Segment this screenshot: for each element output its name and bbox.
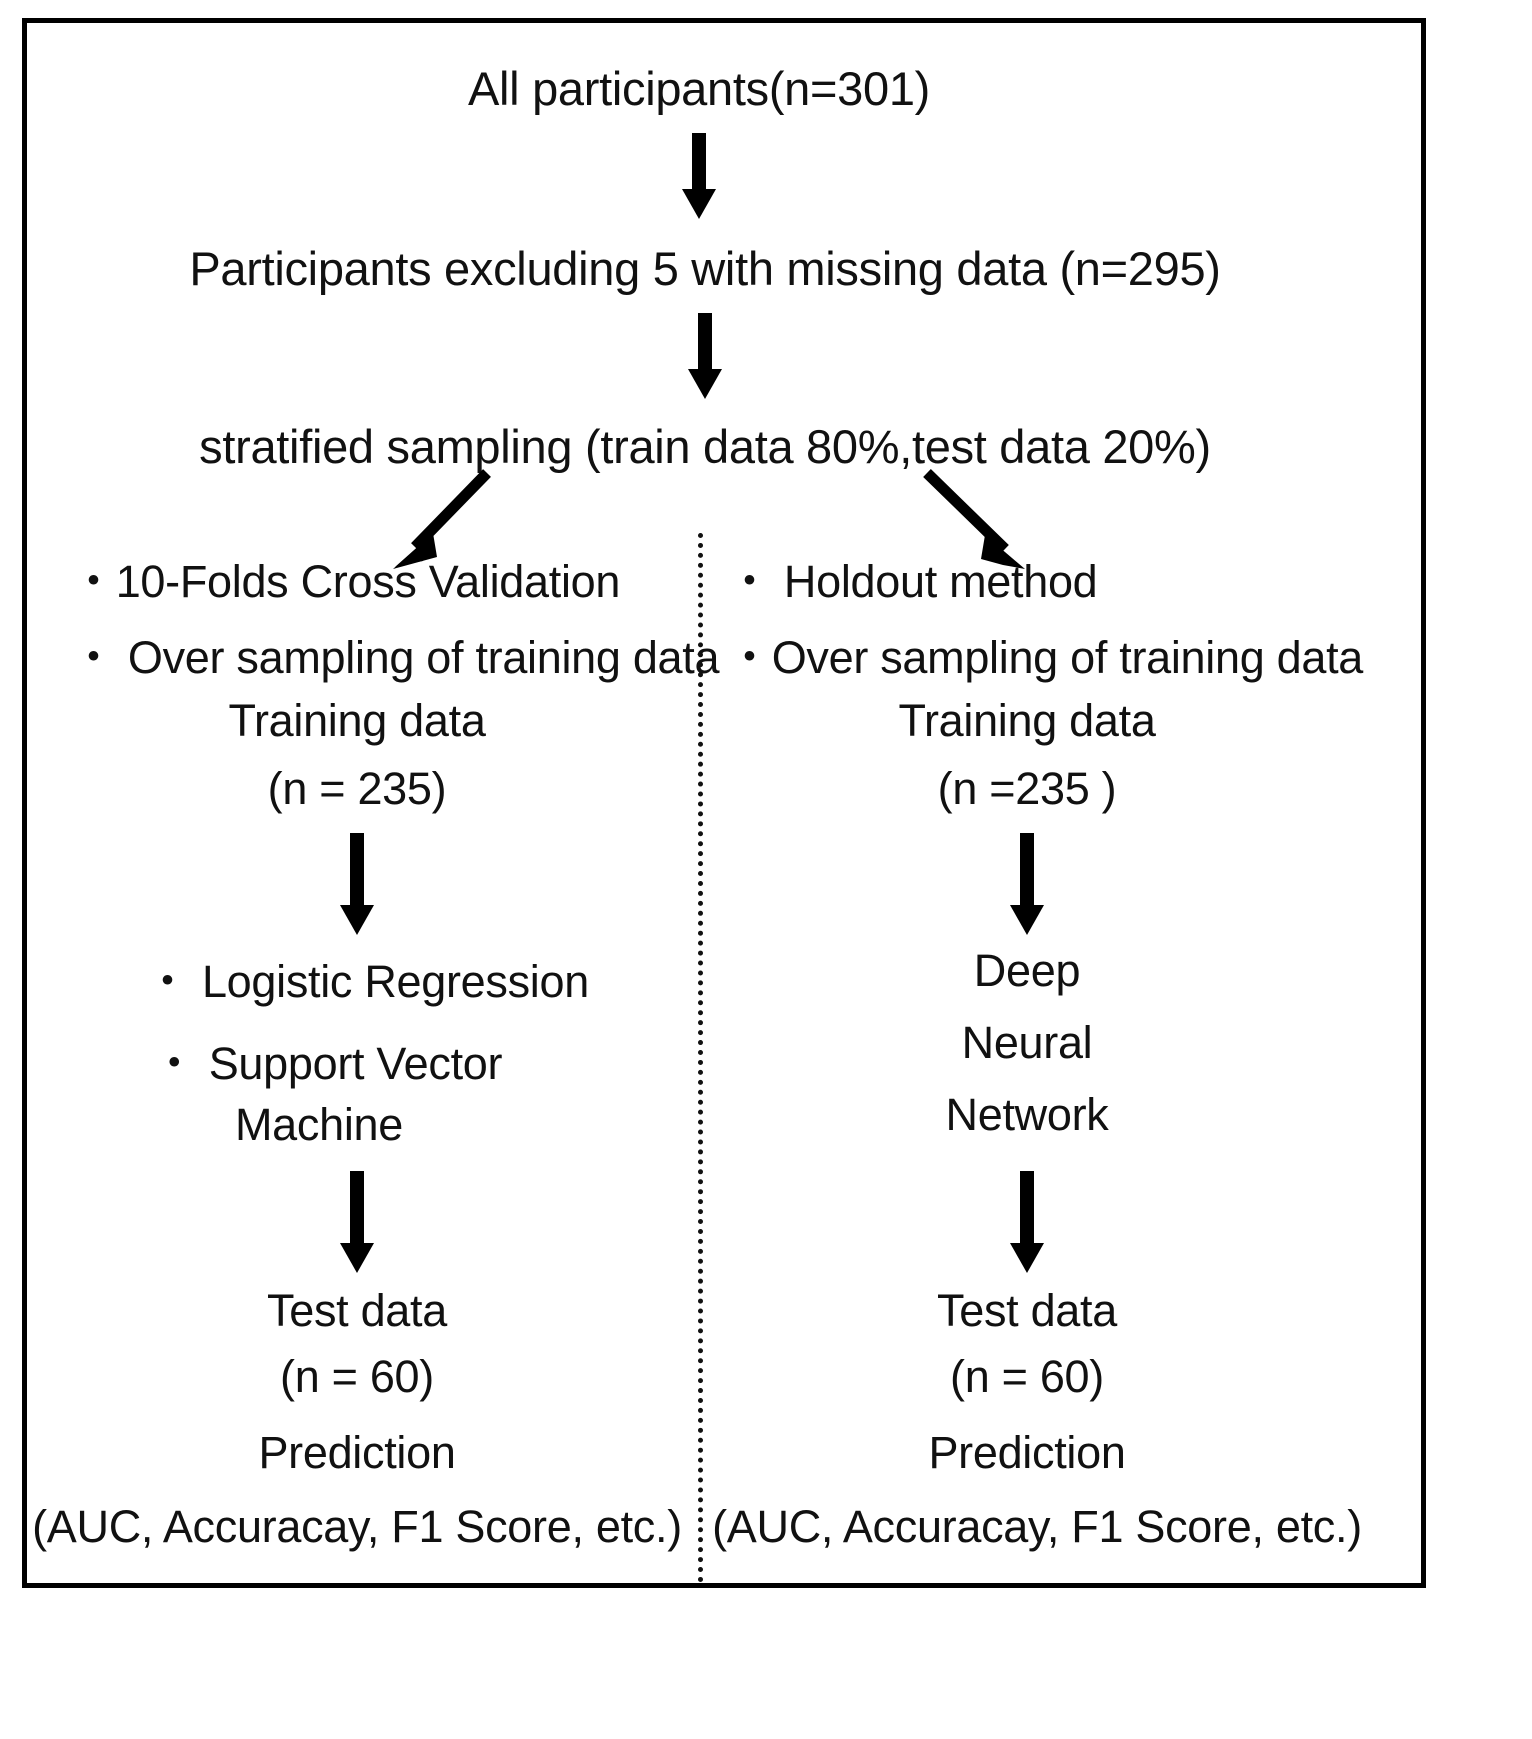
- left-model-logistic-regression: ・ Logistic Regression: [145, 956, 589, 1007]
- left-test-data-n: (n = 60): [280, 1351, 434, 1402]
- right-prediction-metrics: (AUC, Accuracay, F1 Score, etc.): [712, 1501, 1362, 1552]
- node-excluded: Participants excluding 5 with missing da…: [189, 242, 1221, 295]
- left-oversampling-label: ・ Over sampling of training data: [71, 632, 720, 683]
- left-prediction-metrics: (AUC, Accuracay, F1 Score, etc.): [32, 1501, 682, 1552]
- right-training-data-label: Training data: [898, 695, 1156, 746]
- arrow-branch-right: [923, 469, 1025, 569]
- right-prediction-label: Prediction: [928, 1427, 1126, 1478]
- right-model-deep: Deep: [973, 945, 1081, 996]
- right-test-data-label: Test data: [937, 1285, 1117, 1336]
- left-training-data-n: (n = 235): [267, 763, 447, 814]
- figure-border: All participants(n=301) Participants exc…: [22, 18, 1426, 1588]
- node-all-participants: All participants(n=301): [467, 62, 931, 115]
- arrow-branch-left: [393, 469, 491, 569]
- right-validation-label: ・ Holdout method: [727, 556, 1098, 607]
- left-training-data-label: Training data: [228, 695, 486, 746]
- left-model-machine: Machine: [235, 1099, 403, 1150]
- left-test-data-label: Test data: [267, 1285, 447, 1336]
- right-test-data-n: (n = 60): [950, 1351, 1104, 1402]
- left-model-support-vector: ・ Support Vector: [151, 1038, 503, 1089]
- left-prediction-label: Prediction: [258, 1427, 456, 1478]
- node-stratified-sampling: stratified sampling (train data 80%,test…: [199, 420, 1211, 473]
- right-oversampling-label: ・Over sampling of training data: [727, 632, 1364, 683]
- right-model-network: Network: [945, 1089, 1109, 1140]
- left-validation-label: ・10-Folds Cross Validation: [71, 556, 621, 607]
- column-divider: [698, 533, 703, 1583]
- right-model-neural: Neural: [961, 1017, 1093, 1068]
- right-training-data-n: (n =235 ): [937, 763, 1117, 814]
